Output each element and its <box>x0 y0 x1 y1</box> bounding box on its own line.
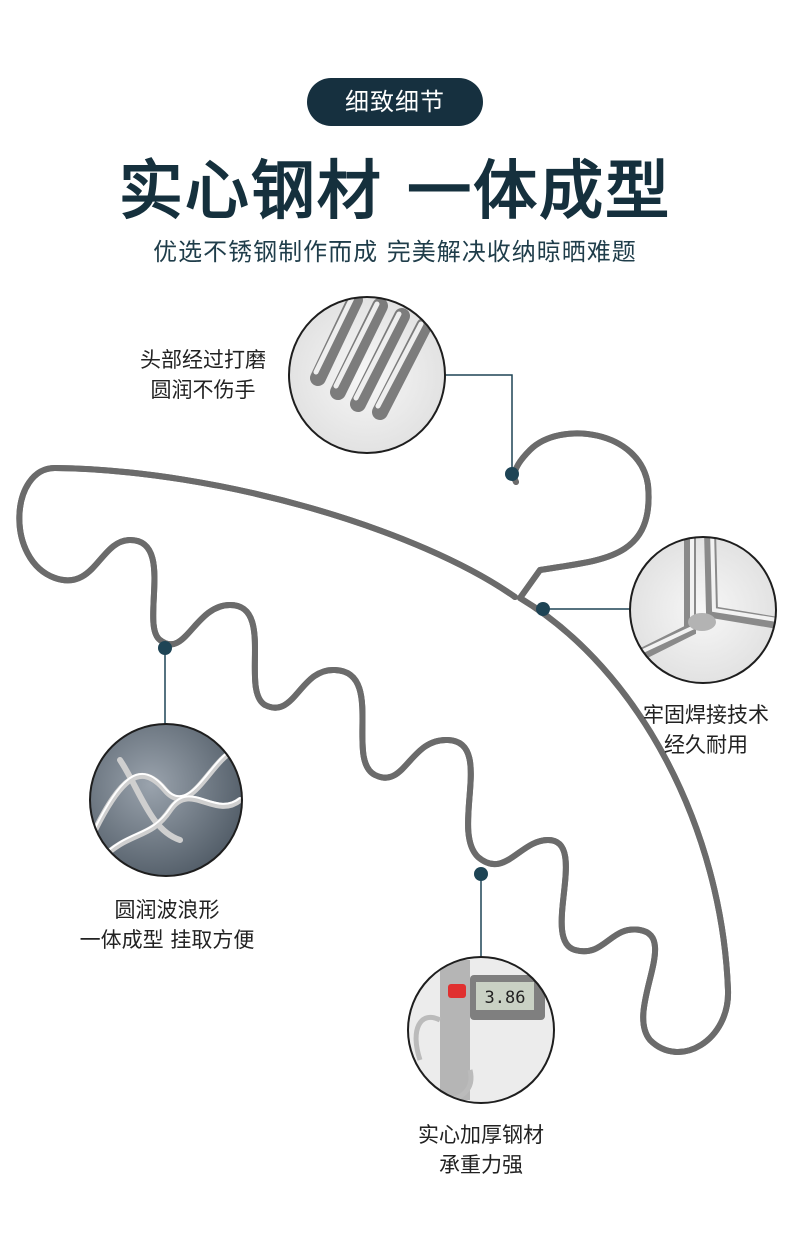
hanger-wire <box>19 433 728 1052</box>
callout-wave-line2: 一体成型 挂取方便 <box>79 928 255 952</box>
zoom-weld <box>630 537 776 683</box>
callout-thick-line1: 实心加厚钢材 <box>418 1123 544 1147</box>
callout-thick: 实心加厚钢材 承重力强 <box>395 1120 567 1180</box>
callout-head-line2: 圆润不伤手 <box>150 378 256 402</box>
zoom-head-tips <box>289 297 445 453</box>
callout-wave: 圆润波浪形 一体成型 挂取方便 <box>55 895 279 955</box>
callout-thick-line2: 承重力强 <box>439 1153 523 1177</box>
section-badge: 细致细节 <box>307 78 483 126</box>
callout-weld: 牢固焊接技术 经久耐用 <box>622 700 790 760</box>
callout-weld-line1: 牢固焊接技术 <box>643 703 769 727</box>
callout-head: 头部经过打磨 圆润不伤手 <box>118 345 288 405</box>
callout-lines <box>164 374 630 957</box>
callout-dots <box>158 467 550 881</box>
callout-weld-line2: 经久耐用 <box>664 733 748 757</box>
callout-wave-line1: 圆润波浪形 <box>114 898 220 922</box>
zoom-caliper: 3.86 <box>408 957 554 1103</box>
zoom-wave <box>90 724 242 876</box>
callout-head-line1: 头部经过打磨 <box>140 348 266 372</box>
page-subtitle: 优选不锈钢制作而成 完美解决收纳晾晒难题 <box>153 238 637 266</box>
caliper-reading: 3.86 <box>485 988 526 1008</box>
page-title: 实心钢材 一体成型 <box>118 155 672 229</box>
